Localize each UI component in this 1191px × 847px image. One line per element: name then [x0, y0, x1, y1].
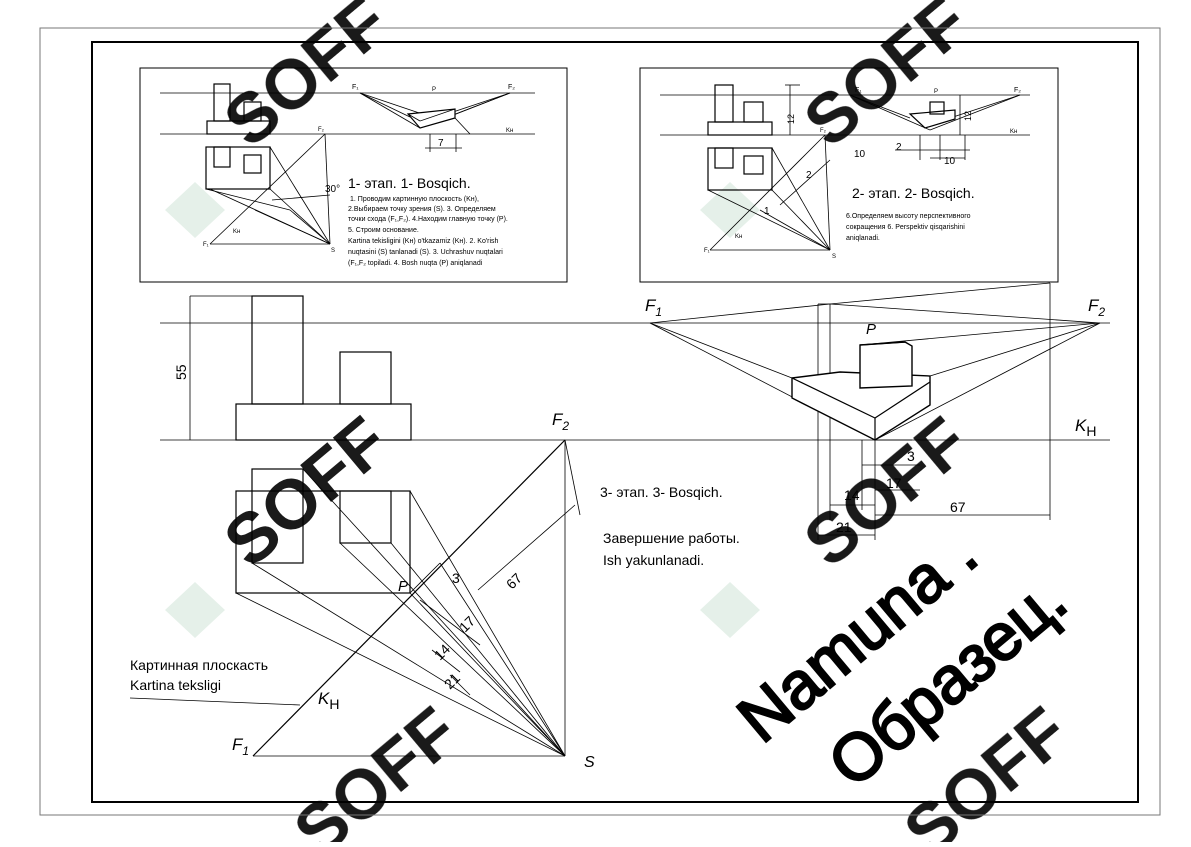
panel2-label-kh: Kн — [1010, 129, 1017, 135]
panel2-dim: 10 — [854, 149, 866, 160]
panel2-label-f1-plan: F₁ — [704, 248, 710, 254]
finish-uz: Ish yakunlanadi. — [603, 552, 704, 568]
panel2-note-0: 6.Определяем высоту перспективного — [846, 213, 971, 220]
label-p-plan: P — [398, 578, 408, 595]
watermark-text: SOFF — [280, 692, 473, 842]
dim-right-17: 17 — [886, 475, 902, 491]
outer-frame — [39, 27, 1161, 816]
panel2-dim: 1 — [764, 206, 770, 217]
label-f2-plan: F2 — [552, 410, 569, 433]
finish-ru: Завершение работы. — [603, 530, 740, 546]
panel1-label-s: S — [331, 248, 335, 254]
label-f2-top-main: F2 — [1088, 296, 1105, 319]
dim-right-3: 3 — [907, 448, 915, 464]
label-kh-plan: KH — [318, 689, 339, 712]
dim-right-14: 14 — [844, 487, 860, 503]
panel1-angle: 30° — [325, 184, 340, 195]
panel1-label-f2: F₂ — [508, 84, 515, 91]
panel1-dim-7: 7 — [438, 138, 444, 149]
panel1-label-f2-plan: F₂ — [318, 127, 325, 133]
panel1-note-6: (F₁,F₂ topiladi. 4. Bosh nuqta (P) aniql… — [348, 260, 483, 267]
watermark-text: SOFF — [210, 402, 403, 582]
panel1-note-5: nuqtasini (S) tanlanadi (S). 3. Uchrashu… — [348, 249, 503, 256]
panel2-label-f1: F₁ — [855, 87, 862, 94]
dim-plan-21: 21 — [441, 670, 463, 692]
panel2-dim: 10 — [944, 156, 956, 167]
dim-plan-3: 3 — [452, 570, 460, 586]
label-p-top: P — [866, 321, 876, 338]
panel2-label-kh-plan: Kн — [735, 234, 742, 240]
panel2-dim: 2 — [896, 142, 902, 153]
panel2-label-f2-plan: F₂ — [820, 128, 827, 134]
panel1-note-1: 2.Выбираем точку зрения (S). 3. Определя… — [348, 205, 496, 213]
picture-plane-leader — [129, 697, 301, 706]
panel1-title: 1- этап. 1- Bosqich. — [348, 175, 471, 191]
watermark-text: SOFF — [210, 0, 403, 161]
dim-right-21: 21 — [836, 519, 852, 535]
panel1-label-kh-plan: Kн — [233, 229, 240, 235]
main-drawing — [160, 282, 1110, 757]
inner-frame — [91, 41, 1139, 803]
panel1-note-2: точки схода (F₁,F₂). 4.Находим главную т… — [348, 216, 508, 223]
panel1-note-4: Kartina tekisligini (Kн) o'tkazamiz (Kн)… — [348, 238, 499, 245]
panel1-label-kh: Kн — [506, 128, 513, 134]
panel1-label-f1-plan: F₁ — [203, 242, 209, 248]
stage3-title: 3- этап. 3- Bosqich. — [600, 484, 723, 500]
panel1-label-p: P — [432, 87, 436, 93]
panel-stage-2 — [639, 67, 1059, 283]
panel2-label-f2: F₂ — [1014, 87, 1021, 94]
dim-55: 55 — [173, 364, 189, 380]
dim-plan-14: 14 — [431, 641, 453, 663]
watermark-text: SOFF — [790, 0, 983, 161]
dim-plan-67: 67 — [503, 570, 525, 592]
dim-plan-17: 17 — [456, 613, 478, 635]
panel2-label-p: P — [934, 89, 938, 95]
panel-stage-1 — [139, 67, 568, 283]
label-s-plan: S — [584, 754, 595, 771]
picture-plane-ru: Картинная плоскасть — [130, 657, 268, 673]
dim-right-67: 67 — [950, 499, 966, 515]
panel2-note-1: сокращения 6. Perspektiv qisqarishini — [846, 224, 965, 231]
label-kh-top: KH — [1075, 416, 1096, 439]
panel2-title: 2- этап. 2- Bosqich. — [852, 185, 975, 201]
label-f1-plan: F1 — [232, 735, 249, 758]
panel1-note-0: 1. Проводим картинную плоскость (Kн), — [350, 196, 479, 203]
panel2-note-2: aniqlanadi. — [846, 235, 880, 242]
panel2-dim: 12 — [963, 111, 973, 121]
panel1-label-f1: F₁ — [352, 84, 359, 91]
panel1-note-3: 5. Строим основание. — [348, 227, 419, 234]
label-f1-top-main: F1 — [645, 296, 662, 319]
panel2-label-s: S — [832, 254, 836, 260]
panel2-dim: 12 — [786, 114, 796, 124]
picture-plane-uz: Kartina teksligi — [130, 677, 221, 693]
panel2-dim: 2 — [806, 170, 812, 181]
